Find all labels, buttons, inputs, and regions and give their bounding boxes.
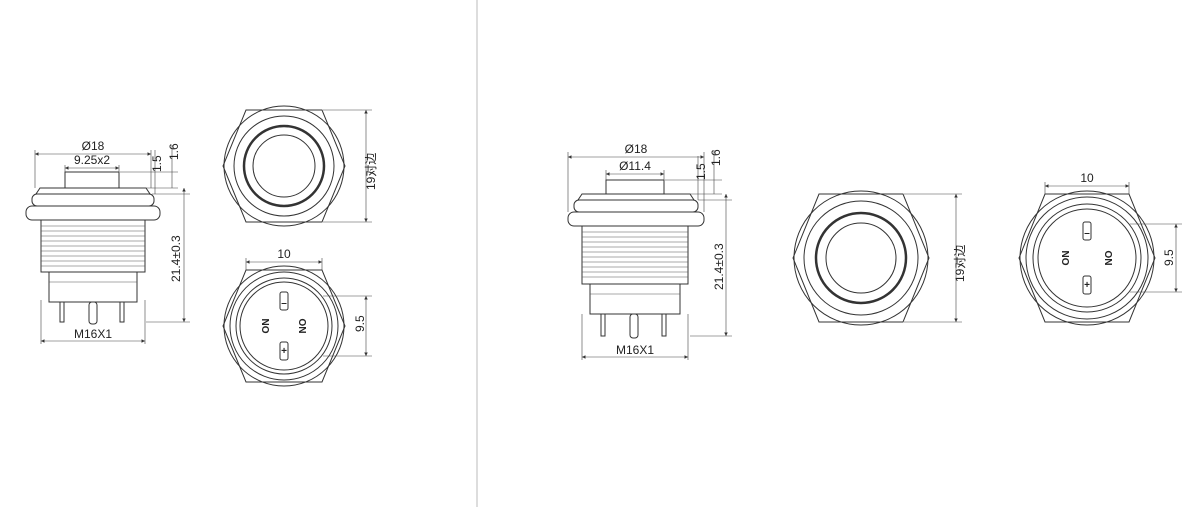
right-nut [567, 211, 705, 227]
left-inner-width-label: 9.25x2 [74, 153, 110, 167]
right-side-view: Ø18 Ø11.4 1.5 1.6 21.4±0.3 M16X1 [567, 142, 732, 360]
left-pin-bottom-label: + [281, 346, 287, 357]
right-pin-bottom-label: + [1084, 280, 1090, 291]
left-pin-top-label: – [281, 298, 287, 309]
right-thread [581, 225, 689, 285]
right-dim-b-label: 1.6 [709, 149, 723, 166]
right-pin-top-label: – [1084, 228, 1090, 239]
left-width-label: 10 [277, 247, 291, 261]
left-pins [59, 301, 125, 325]
left-panel: Ø18 9.25x2 1.5 1.6 21.4±0.3 M16X1 [25, 105, 378, 387]
right-pins [600, 313, 667, 339]
right-cap [605, 179, 665, 195]
left-pin-gap-label: 9.5 [353, 315, 367, 332]
right-bottom-view: – + NO NO 10 9.5 [1018, 171, 1182, 326]
right-thread-label: M16X1 [616, 343, 654, 357]
right-across-flats-label: 19对边 [953, 245, 967, 282]
right-outer-diameter-label: Ø18 [625, 142, 648, 156]
left-pin-left-label: NO [259, 319, 270, 334]
left-across-flats-label: 19对边 [364, 153, 378, 190]
right-inner-width-label: Ø11.4 [619, 159, 651, 173]
left-pin-right-label: NO [298, 318, 309, 333]
left-dim-b-label: 1.6 [167, 143, 181, 160]
left-side-view: Ø18 9.25x2 1.5 1.6 21.4±0.3 M16X1 [25, 139, 190, 344]
left-thread [40, 219, 146, 273]
right-width-label: 10 [1080, 171, 1094, 185]
left-cap [64, 171, 120, 189]
left-bottom-view: – + NO NO 10 9.5 [222, 247, 372, 387]
left-thread-label: M16X1 [74, 327, 112, 341]
right-dim-a-label: 1.5 [694, 163, 708, 180]
right-top-view: 19对边 [792, 190, 967, 326]
left-height-label: 21.4±0.3 [169, 235, 183, 282]
left-top-view: 19对边 [222, 105, 378, 227]
right-pin-gap-label: 9.5 [1162, 249, 1176, 266]
right-height-label: 21.4±0.3 [712, 243, 726, 290]
left-outer-diameter-label: Ø18 [82, 139, 105, 153]
right-pin-right-label: NO [1104, 250, 1115, 265]
left-nut [25, 205, 161, 221]
right-panel: Ø18 Ø11.4 1.5 1.6 21.4±0.3 M16X1 [567, 142, 1182, 360]
left-dim-a-label: 1.5 [150, 155, 164, 172]
right-pin-left-label: NO [1059, 251, 1070, 266]
